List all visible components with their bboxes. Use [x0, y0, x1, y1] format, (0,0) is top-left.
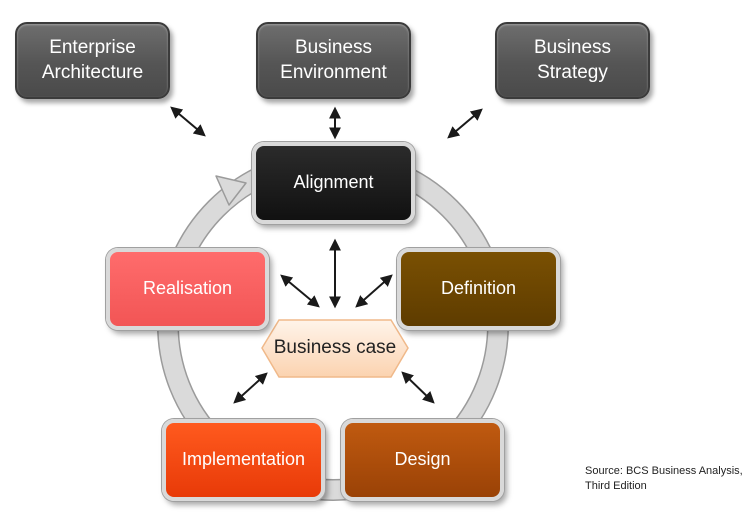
realisation-label: Realisation: [142, 278, 233, 299]
business-environment-label: Business Environment: [280, 36, 387, 83]
alignment-label: Alignment: [293, 172, 374, 193]
design-label: Design: [394, 449, 451, 470]
arrow-realisation-business-case: [280, 274, 320, 308]
design-box: Design: [341, 419, 504, 501]
implementation-label: Implementation: [181, 449, 306, 470]
business-environment-box: Business Environment: [256, 22, 411, 99]
realisation-box: Realisation: [106, 248, 269, 330]
arrow-design-business-case: [401, 371, 435, 404]
definition-label: Definition: [440, 278, 517, 299]
enterprise-architecture-box: Enterprise Architecture: [15, 22, 170, 99]
source-note: Source: BCS Business Analysis, Third Edi…: [585, 465, 743, 493]
business-strategy-box: Business Strategy: [495, 22, 650, 99]
definition-box: Definition: [397, 248, 560, 330]
enterprise-architecture-label: Enterprise Architecture: [41, 36, 144, 83]
arrow-definition-business-case: [355, 274, 393, 308]
business-case-shape: [261, 319, 409, 378]
business-strategy-label: Business Strategy: [533, 36, 612, 83]
business-case-label: Business case: [273, 336, 397, 358]
arrow-business-strategy: [447, 108, 483, 139]
cycle-arrowhead-icon: [215, 175, 247, 206]
alignment-box: Alignment: [252, 142, 415, 224]
arrow-enterprise-architecture: [170, 106, 206, 137]
implementation-box: Implementation: [162, 419, 325, 501]
arrow-implementation-business-case: [233, 372, 268, 404]
